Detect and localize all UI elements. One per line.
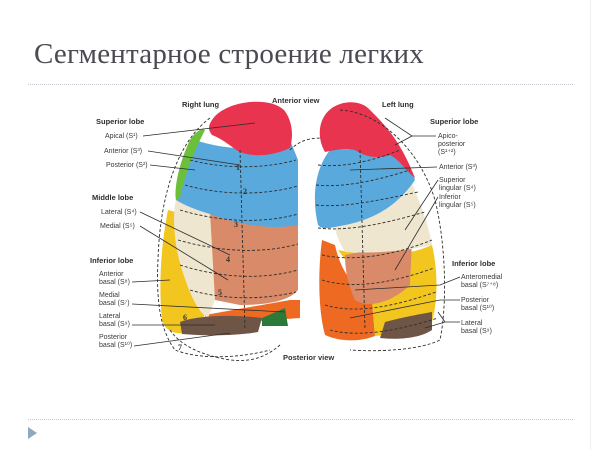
- right-middle-medial-segment: [210, 212, 298, 305]
- right-middle-lobe-header: Middle lobe: [92, 193, 133, 202]
- label-right-lateral-basal-2: basal (S⁹): [99, 321, 130, 328]
- label-right-posterior: Posterior (S²): [106, 162, 148, 169]
- label-left-apico-posterior-3: (S¹⁺²): [438, 149, 456, 156]
- segment-number-7: 7: [178, 343, 182, 352]
- label-right-apical: Apical (S¹): [105, 133, 138, 140]
- right-superior-lobe-header: Superior lobe: [96, 117, 144, 126]
- left-inferior-lobe-header: Inferior lobe: [452, 259, 495, 268]
- anterior-view-label: Anterior view: [272, 96, 320, 105]
- label-right-lateral: Lateral (S⁴): [101, 209, 137, 216]
- right-lung-title: Right lung: [182, 100, 219, 109]
- label-left-posterior-basal-2: basal (S¹⁰): [461, 304, 494, 312]
- left-dash-outline: [339, 109, 446, 352]
- title-divider: [28, 84, 573, 85]
- right-medial-basal-segment: [262, 308, 288, 326]
- label-left-inferior-lingular-1: Inferior: [439, 194, 461, 201]
- slide-title: Сегментарное строение легких: [34, 38, 424, 70]
- label-left-apico-posterior-1: Apico-: [438, 133, 459, 140]
- label-left-anteromedial-basal-2: basal (S⁷⁺⁸): [461, 282, 498, 289]
- segment-number-6: 6: [183, 313, 187, 322]
- left-apico-posterior-segment: [319, 102, 415, 178]
- label-left-anterior: Anterior (S³): [439, 164, 477, 171]
- segment-number-3: 3: [234, 220, 238, 229]
- label-left-lateral-basal-2: basal (S⁹): [461, 328, 492, 335]
- label-left-posterior-basal-1: Posterior: [461, 297, 490, 304]
- slide-edge: [590, 0, 591, 450]
- right-dash-outline: [157, 117, 271, 358]
- posterior-view-label: Posterior view: [283, 353, 334, 362]
- footer-divider: [28, 419, 573, 420]
- label-left-apico-posterior-2: posterior: [438, 141, 466, 148]
- right-inferior-lobe-header: Inferior lobe: [90, 256, 133, 265]
- right-lung: 1 2 3 4 5 6 7: [157, 101, 300, 361]
- label-right-medial-basal-1: Medial: [99, 292, 120, 299]
- right-posterior-segment: [175, 129, 205, 200]
- left-lateral-basal-segment: [380, 312, 432, 339]
- left-lung-orange-segment: [319, 240, 375, 341]
- segment-number-4: 4: [226, 255, 230, 264]
- segment-number-5: 5: [218, 288, 222, 297]
- left-lung-title: Left lung: [382, 100, 414, 109]
- label-right-lateral-basal-1: Lateral: [99, 313, 121, 320]
- right-anterior-segment: [176, 140, 298, 227]
- label-left-superior-lingular-2: lingular (S⁴): [439, 185, 476, 192]
- label-left-superior-lingular-1: Superior: [439, 177, 466, 184]
- label-right-posterior-basal-1: Posterior: [99, 334, 128, 341]
- label-left-lateral-basal-1: Lateral: [461, 320, 483, 327]
- label-right-anterior-basal-1: Anterior: [99, 271, 124, 278]
- label-right-anterior-basal-2: basal (S⁸): [99, 279, 130, 286]
- label-left-inferior-lingular-2: lingular (S⁵): [439, 202, 476, 209]
- left-lung: [289, 102, 446, 352]
- label-right-medial-basal-2: basal (S⁷): [99, 300, 130, 307]
- play-triangle-icon[interactable]: [28, 427, 37, 439]
- right-apical-segment: [209, 101, 292, 156]
- label-right-medial: Medial (S⁵): [100, 223, 135, 230]
- right-lateral-basal-segment: [180, 315, 262, 336]
- left-superior-lobe-header: Superior lobe: [430, 117, 478, 126]
- segment-number-1: 1: [236, 163, 240, 172]
- left-superior-lingular-segment: [335, 180, 432, 253]
- label-right-anterior: Anterior (S³): [104, 148, 142, 155]
- label-right-posterior-basal-2: basal (S¹⁰): [99, 341, 132, 349]
- segment-number-2: 2: [243, 187, 247, 196]
- label-left-anteromedial-basal-1: Anteromedial: [461, 274, 503, 281]
